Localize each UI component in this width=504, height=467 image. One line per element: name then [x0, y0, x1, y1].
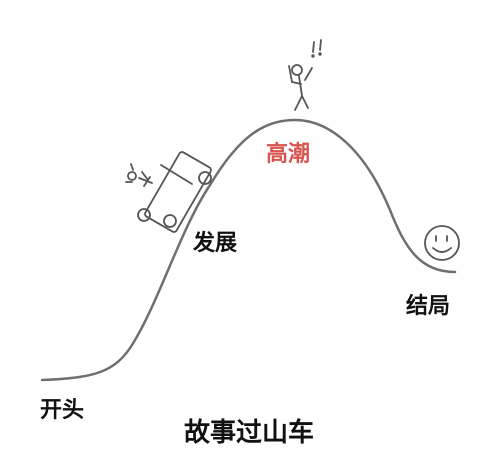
smiley-face-icon: [424, 225, 460, 261]
diagram-title: 故事过山车: [184, 418, 315, 448]
stage-label-start: 开头: [40, 398, 85, 423]
roller-coaster-cart-icon: [125, 151, 212, 233]
excited-stick-figure-icon: [288, 39, 322, 111]
stage-label-climax: 高潮: [266, 142, 311, 167]
stage-label-ending: 结局: [406, 294, 451, 319]
story-arc-curve: [40, 118, 457, 382]
stage-label-rising: 发展: [193, 231, 238, 256]
